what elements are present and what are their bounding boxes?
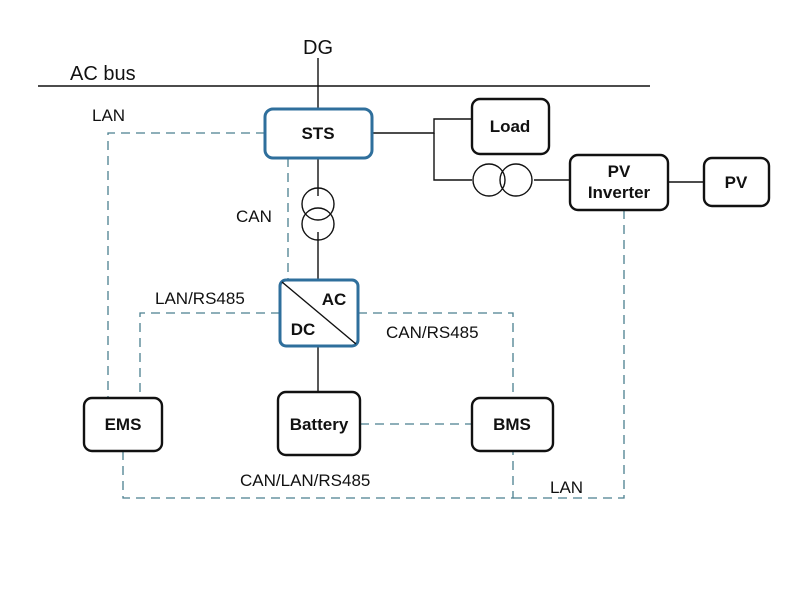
can-lan-rs485-link — [122, 451, 514, 499]
pv-label: PV — [725, 173, 748, 192]
sts-to-pv-transformer-line — [433, 133, 472, 181]
converter-dc-label: DC — [291, 320, 316, 339]
pv-inverter-label-line1: PV — [608, 162, 631, 181]
sts-label: STS — [301, 124, 334, 143]
battery-node: Battery — [276, 390, 362, 457]
converter-ac-label: AC — [322, 290, 347, 309]
pv-node: PV — [702, 156, 771, 208]
can-label: CAN — [236, 207, 272, 226]
ems-label: EMS — [105, 415, 142, 434]
battery-label: Battery — [290, 415, 349, 434]
ems-node: EMS — [82, 396, 164, 453]
bms-label: BMS — [493, 415, 531, 434]
converter-diagonal — [281, 281, 357, 345]
lan-rs485-link — [139, 312, 280, 398]
lan-label-top-left: LAN — [92, 106, 125, 125]
sts-to-load-line — [372, 118, 472, 134]
can-rs485-label: CAN/RS485 — [386, 323, 479, 342]
transformer-vertical-icon — [301, 187, 335, 241]
lan-rs485-label: LAN/RS485 — [155, 289, 245, 308]
load-label: Load — [490, 117, 531, 136]
lan-label-bottom-right: LAN — [550, 478, 583, 497]
transformer-horizontal-icon — [472, 163, 533, 197]
sts-node: STS — [263, 107, 374, 160]
dg-label: DG — [303, 37, 333, 59]
lan-link-sts-ems — [107, 132, 265, 398]
ac-bus-label: AC bus — [70, 63, 136, 85]
can-lan-rs485-label: CAN/LAN/RS485 — [240, 471, 370, 490]
can-rs485-link — [358, 312, 514, 398]
ac-dc-converter-node: AC DC — [278, 278, 360, 348]
load-node: Load — [470, 97, 551, 156]
pv-inverter-label-line2: Inverter — [588, 183, 651, 202]
bms-node: BMS — [470, 396, 555, 453]
pv-inverter-node: PV Inverter — [568, 153, 670, 212]
lan-link-pv-inverter — [513, 210, 625, 499]
